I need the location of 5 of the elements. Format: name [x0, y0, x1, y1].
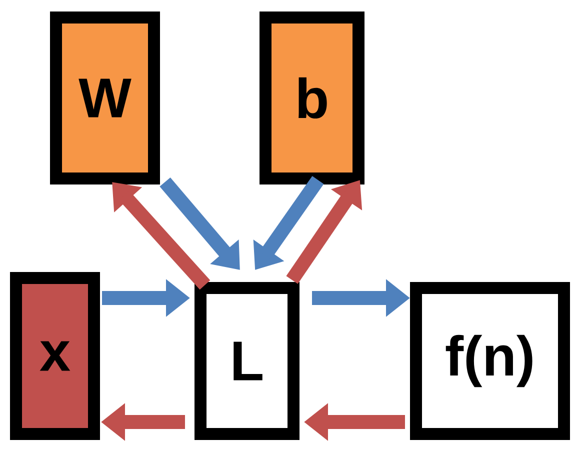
box: f(n) [410, 282, 570, 440]
box: b [260, 12, 364, 184]
box: W [50, 12, 160, 184]
box: x [10, 272, 100, 440]
box: L [194, 282, 300, 440]
